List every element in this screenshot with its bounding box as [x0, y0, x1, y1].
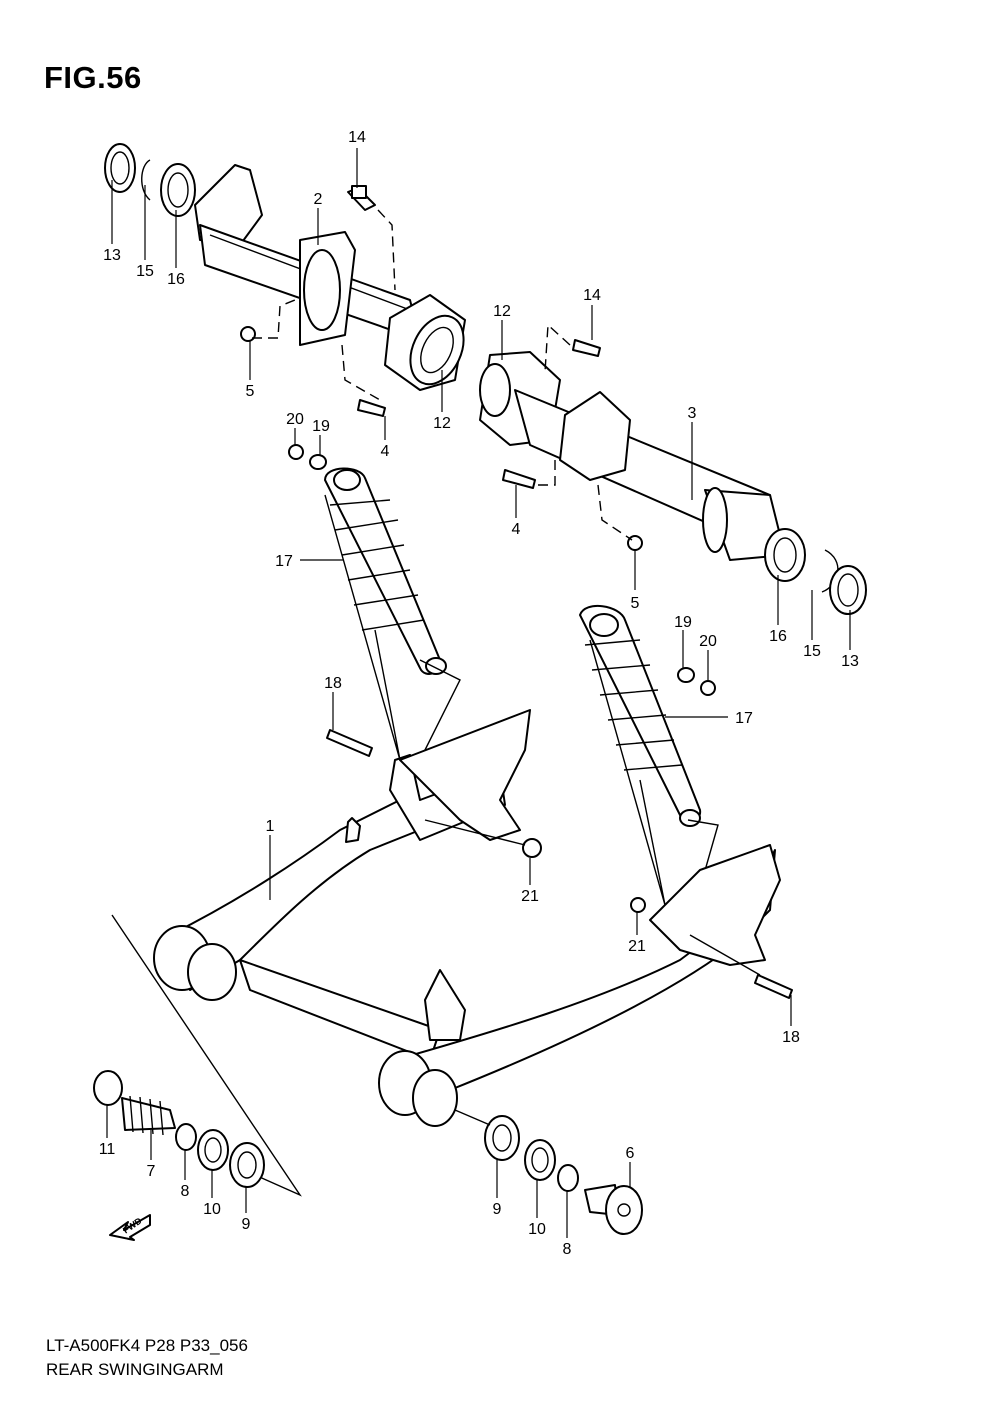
bearing-9-right[interactable]	[484, 1115, 520, 1161]
bolt-4-left[interactable]	[357, 399, 386, 417]
nut-21-left[interactable]	[522, 838, 542, 858]
oil-seal-10-right[interactable]	[524, 1139, 556, 1181]
spacer-8-right[interactable]	[557, 1164, 579, 1192]
washer-19-left[interactable]	[309, 454, 327, 470]
oil-seal-10-left[interactable]	[197, 1129, 229, 1171]
callout-10: 10	[528, 1221, 546, 1238]
callout-9: 9	[242, 1216, 251, 1233]
callout-7: 7	[147, 1163, 156, 1180]
nut-21-right[interactable]	[630, 897, 646, 913]
bolt-14-right[interactable]	[572, 339, 601, 357]
callout-13: 13	[103, 247, 121, 264]
model-code: LT-A500FK4 P28 P33_056	[46, 1336, 248, 1355]
spacer-8-left[interactable]	[175, 1123, 197, 1151]
callout-8: 8	[563, 1241, 572, 1258]
bolt-18-right[interactable]	[754, 974, 793, 999]
bearing-16-right[interactable]	[764, 528, 806, 582]
callout-5: 5	[246, 383, 255, 400]
bearing-16-left[interactable]	[160, 163, 196, 217]
nut-20-right[interactable]	[700, 680, 716, 696]
callout-17: 17	[735, 710, 753, 727]
callout-8: 8	[181, 1183, 190, 1200]
callout-6: 6	[626, 1145, 635, 1162]
callout-16: 16	[769, 628, 787, 645]
bolt-14-left[interactable]	[347, 185, 376, 211]
callout-1: 1	[266, 818, 275, 835]
callout-21: 21	[521, 888, 539, 905]
oil-seal-13-right[interactable]	[829, 565, 867, 615]
washer-19-right[interactable]	[677, 667, 695, 683]
callout-21: 21	[628, 938, 646, 955]
callout-3: 3	[688, 405, 697, 422]
callout-20: 20	[699, 633, 717, 650]
axle-housing-right[interactable]	[479, 351, 786, 561]
callout-4: 4	[512, 521, 521, 538]
callout-19: 19	[674, 614, 692, 631]
callout-2: 2	[314, 191, 323, 208]
callout-12: 12	[493, 303, 511, 320]
circlip-15-left[interactable]	[141, 159, 151, 201]
callout-19: 19	[312, 418, 330, 435]
pivot-shaft-7[interactable]	[121, 1095, 176, 1136]
callout-20: 20	[286, 411, 304, 428]
axle-housing-left[interactable]	[194, 164, 474, 393]
lock-nut-11[interactable]	[93, 1070, 123, 1106]
callout-5: 5	[631, 595, 640, 612]
swinging-arm[interactable]	[153, 709, 781, 1127]
oil-seal-13-left[interactable]	[104, 143, 136, 193]
bolt-18-left[interactable]	[326, 729, 373, 757]
bolt-4-right[interactable]	[502, 469, 536, 489]
figure-title: FIG.56	[44, 60, 142, 95]
callout-14: 14	[348, 129, 366, 146]
nut-5-left[interactable]	[240, 326, 256, 342]
callout-15: 15	[803, 643, 821, 660]
fwd-arrow-icon: FWD	[109, 1214, 151, 1241]
callout-18: 18	[324, 675, 342, 692]
bearing-9-left[interactable]	[229, 1142, 265, 1188]
shock-absorber-left[interactable]	[324, 467, 447, 675]
callout-18: 18	[782, 1029, 800, 1046]
callout-12: 12	[433, 415, 451, 432]
leader-lines	[106, 148, 851, 1238]
callout-9: 9	[493, 1201, 502, 1218]
callout-16: 16	[167, 271, 185, 288]
callout-4: 4	[381, 443, 390, 460]
pivot-bolt-6[interactable]	[584, 1184, 643, 1235]
shock-absorber-right[interactable]	[579, 604, 702, 827]
callout-13: 13	[841, 653, 859, 670]
callout-11: 11	[99, 1141, 116, 1158]
figure-name: REAR SWINGINGARM	[46, 1360, 224, 1379]
callout-labels: 13 15 16 2 14 5 4 12 12 14 3 20 19 4 5 1…	[99, 129, 859, 1258]
nut-20-left[interactable]	[288, 444, 304, 460]
callout-10: 10	[203, 1201, 221, 1218]
callout-17: 17	[275, 553, 293, 570]
callout-15: 15	[136, 263, 154, 280]
callout-14: 14	[583, 287, 601, 304]
